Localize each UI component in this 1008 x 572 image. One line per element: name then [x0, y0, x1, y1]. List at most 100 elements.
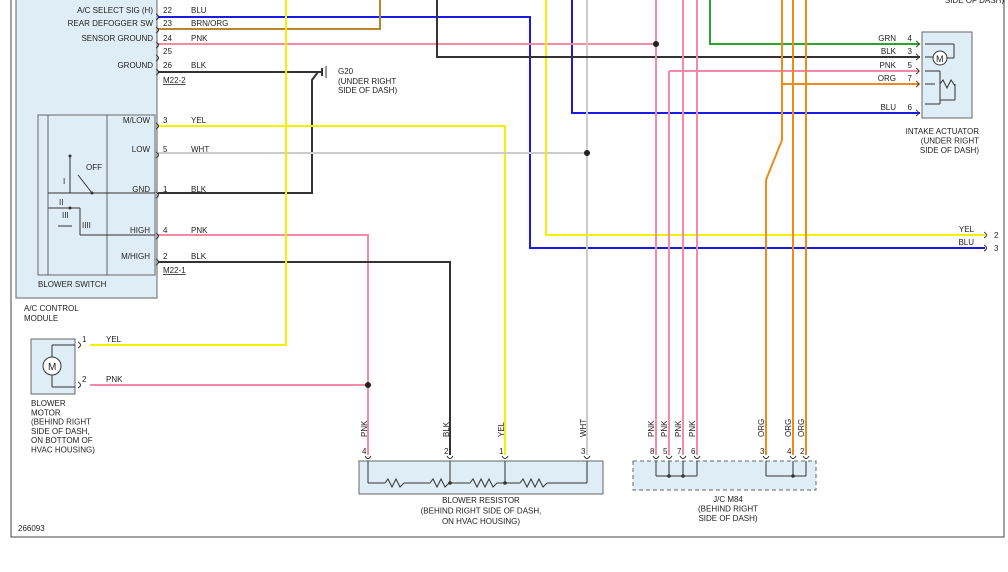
- jc-wire-color: ORG: [784, 419, 793, 437]
- right-edge-pin-number: 3: [994, 244, 999, 253]
- wire-grn-actuator: [709, 0, 920, 45]
- right-edge-wire-color: YEL: [959, 225, 975, 234]
- wire-pnk-high: [158, 234, 369, 455]
- ground-g20-label: G20: [338, 67, 354, 76]
- switch-signal-label: M/LOW: [123, 116, 151, 125]
- blower-switch-outline: [47, 114, 156, 276]
- connector-m22-2: M22-2: [163, 76, 186, 85]
- blower-switch-title: BLOWER SWITCH: [38, 280, 107, 289]
- module-pin-number: 24: [163, 34, 172, 43]
- connector-mark: [155, 151, 159, 159]
- switch-signal-label: LOW: [132, 145, 151, 154]
- diagram-id: 266093: [18, 524, 45, 533]
- module-wire-color: PNK: [191, 34, 208, 43]
- motor-wire-color: YEL: [106, 335, 122, 344]
- connector-m22-1: M22-1: [163, 266, 186, 275]
- jc-pin-number: 7: [677, 447, 682, 456]
- motor-wire-color: PNK: [106, 375, 123, 384]
- right-edge-pin-number: 2: [994, 231, 999, 240]
- switch-pos-2: II: [59, 198, 63, 207]
- actuator-pin-number: 7: [908, 74, 913, 83]
- jc-pin-number: 4: [787, 447, 792, 456]
- switch-pin-number: 3: [163, 116, 168, 125]
- wire-yel-motor: [90, 0, 287, 346]
- connector-mark: [915, 109, 919, 117]
- ac-control-module: [15, 0, 158, 299]
- actuator-pin-number: 5: [908, 61, 913, 70]
- jc-wire-color: ORG: [757, 419, 766, 437]
- switch-pos-3: III: [62, 211, 69, 220]
- jc-pin-number: 5: [663, 447, 668, 456]
- module-wire-color: BLU: [191, 6, 207, 15]
- connector-mark: [665, 455, 673, 459]
- jc-wire-color: PNK: [688, 420, 697, 437]
- connector-mark: [693, 455, 701, 459]
- blower-resistor-box: [358, 460, 604, 495]
- module-signal-label: GROUND: [117, 61, 153, 70]
- jc-wire-color: PNK: [660, 420, 669, 437]
- connector-mark: [446, 455, 454, 459]
- blower-motor-m: M: [48, 362, 56, 373]
- wire-blu-actuator: [571, 0, 920, 114]
- module-wire-color: BLK: [191, 61, 207, 70]
- connector-mark: [77, 381, 81, 389]
- connector-mark: [762, 455, 770, 459]
- resistor-pin-number: 1: [499, 447, 504, 456]
- switch-signal-label: M/HIGH: [121, 252, 150, 261]
- splice-points: [365, 41, 659, 388]
- module-pin-number: 23: [163, 19, 172, 28]
- switch-wire-color: BLK: [191, 185, 207, 194]
- module-wire-color: BRN/ORG: [191, 19, 228, 28]
- right-edge-wire-color: BLU: [958, 238, 974, 247]
- wire-blu-22: [158, 16, 985, 249]
- actuator-internals: [925, 43, 956, 105]
- switch-pos-off: OFF: [86, 163, 102, 172]
- connector-mark: [155, 26, 159, 34]
- connector-mark: [983, 231, 987, 239]
- diagram-frame: [10, 0, 1005, 538]
- connector-mark: [364, 455, 372, 459]
- resistor-network: [367, 461, 588, 489]
- actuator-wire-color: BLK: [881, 47, 897, 56]
- resistor-pin-number: 3: [581, 447, 586, 456]
- connector-mark: [155, 68, 159, 76]
- connector-mark: [155, 41, 159, 49]
- connector-mark: [915, 53, 919, 61]
- connector-mark: [583, 455, 591, 459]
- jc-pin-number: 3: [760, 447, 765, 456]
- switch-pos-1: I: [63, 177, 65, 186]
- connector-mark: [915, 67, 919, 75]
- connector-mark: [915, 80, 919, 88]
- resistor-wire-color: BLK: [442, 421, 451, 437]
- resistor-pin-number: 4: [362, 447, 367, 456]
- switch-wire-color: BLK: [191, 252, 207, 261]
- module-signal-label: A/C SELECT SIG (H): [77, 6, 153, 15]
- connector-mark: [77, 341, 81, 349]
- connector-mark: [155, 232, 159, 240]
- actuator-pin-number: 3: [908, 47, 913, 56]
- wire-blk-gnd: [158, 71, 319, 194]
- blower-resistor-label: BLOWER RESISTOR(BEHIND RIGHT SIDE OF DAS…: [421, 496, 542, 526]
- switch-wire-color: WHT: [191, 145, 209, 154]
- switch-pin-number: 2: [163, 252, 168, 261]
- jc-pin-number: 8: [650, 447, 655, 456]
- actuator-m: M: [936, 54, 944, 64]
- wire-org-jc3: [765, 0, 783, 455]
- actuator-wire-color: BLU: [880, 103, 896, 112]
- wire-yel-right: [545, 0, 985, 236]
- switch-signal-label: GND: [132, 185, 150, 194]
- wire-yel-mlow: [158, 125, 506, 455]
- connector-mark: [983, 244, 987, 252]
